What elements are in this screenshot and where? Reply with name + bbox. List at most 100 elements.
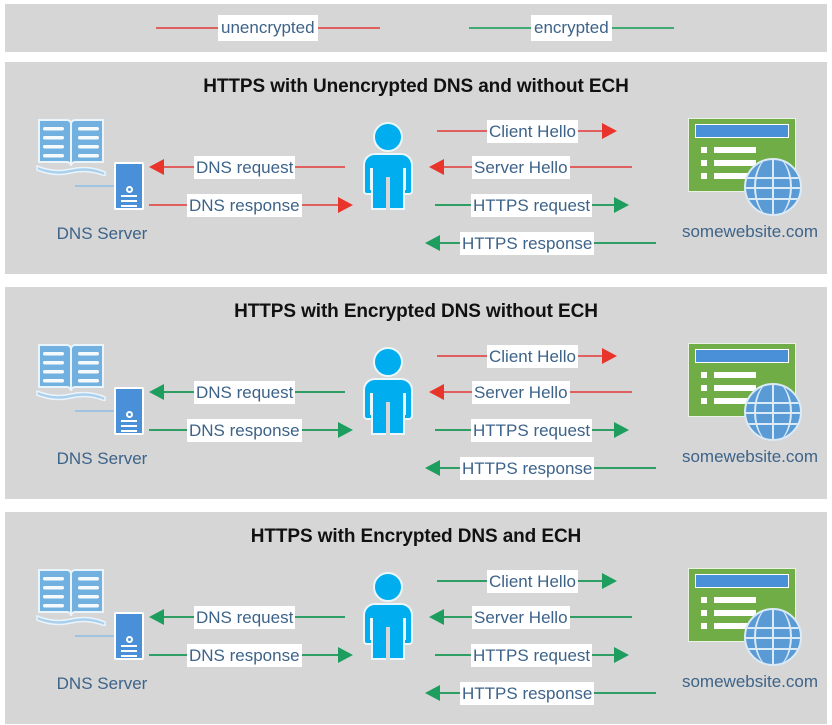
dns-server-group: DNS Server	[27, 339, 187, 489]
website-group: somewebsite.com	[670, 339, 830, 489]
legend-item-encrypted: encrypted	[469, 15, 674, 41]
browser-content-list	[701, 147, 756, 186]
browser-title-bar	[695, 124, 789, 138]
arrowhead-left-icon	[429, 384, 444, 400]
arrowhead-left-icon	[149, 609, 164, 625]
arrow-label: Client Hello	[487, 569, 578, 593]
arrow-label: HTTPS response	[460, 456, 595, 480]
server-icon	[114, 612, 144, 660]
user-icon	[357, 347, 419, 435]
website-group: somewebsite.com	[670, 564, 830, 714]
user-icon	[357, 122, 419, 210]
arrow-dns-response: DNS response	[149, 418, 353, 442]
website-label: somewebsite.com	[681, 447, 819, 466]
book-icon	[35, 564, 107, 628]
user-leg-gap	[386, 177, 390, 210]
arrowhead-left-icon	[425, 460, 440, 476]
dns-server-group: DNS Server	[27, 114, 187, 264]
arrow-client-hello: Client Hello	[437, 569, 617, 593]
user-head	[373, 347, 403, 377]
arrow-label: Server Hello	[472, 380, 570, 404]
user-leg-gap	[386, 627, 390, 660]
gear-icon	[126, 411, 133, 418]
user-head	[373, 122, 403, 152]
arrow-label: HTTPS request	[471, 643, 593, 667]
arrow-label: HTTPS response	[460, 681, 595, 705]
arrow-label: Server Hello	[472, 155, 570, 179]
panel-title: HTTPS with Unencrypted DNS and without E…	[203, 76, 629, 97]
arrow-server-hello: Server Hello	[429, 380, 632, 404]
arrow-label: DNS request	[194, 380, 296, 404]
dns-server-label: DNS Server	[56, 674, 148, 693]
arrow-label: Client Hello	[487, 119, 578, 143]
arrowhead-right-icon	[601, 123, 617, 139]
arrow-label: HTTPS request	[471, 418, 593, 442]
legend-label-unencrypted: unencrypted	[218, 15, 318, 41]
user-arm-right	[403, 393, 406, 415]
arrow-label: DNS request	[194, 155, 296, 179]
arrowhead-left-icon	[425, 235, 440, 251]
legend-line-unencrypted-left	[156, 27, 218, 29]
arrow-https-response: HTTPS response	[425, 681, 657, 705]
panel-title: HTTPS with Encrypted DNS without ECH	[234, 301, 598, 322]
arrow-label: HTTPS request	[471, 193, 593, 217]
arrow-server-hello: Server Hello	[429, 605, 632, 629]
dns-server-label: DNS Server	[56, 449, 148, 468]
arrowhead-left-icon	[149, 159, 164, 175]
arrow-label: DNS request	[194, 605, 296, 629]
user-arm-left	[370, 168, 373, 190]
server-lines	[121, 645, 137, 660]
book-icon	[35, 339, 107, 403]
globe-icon	[744, 608, 802, 666]
website-label: somewebsite.com	[681, 222, 819, 241]
website-group: somewebsite.com	[670, 114, 830, 264]
browser-window-icon	[688, 568, 796, 642]
scenario-panel: HTTPS with Encrypted DNS without ECH DNS …	[5, 287, 827, 499]
arrowhead-left-icon	[429, 159, 444, 175]
arrow-client-hello: Client Hello	[437, 344, 617, 368]
arrow-label: Client Hello	[487, 344, 578, 368]
gear-icon	[126, 636, 133, 643]
arrow-server-hello: Server Hello	[429, 155, 632, 179]
arrow-label: HTTPS response	[460, 231, 595, 255]
user-arm-right	[403, 168, 406, 190]
arrowhead-right-icon	[337, 422, 353, 438]
arrow-https-request: HTTPS request	[435, 418, 630, 442]
website-label: somewebsite.com	[681, 672, 819, 691]
arrow-https-request: HTTPS request	[435, 193, 630, 217]
arrowhead-right-icon	[337, 197, 353, 213]
server-icon	[114, 162, 144, 210]
arrow-label: DNS response	[187, 193, 302, 217]
arrowhead-left-icon	[149, 384, 164, 400]
arrow-label: DNS response	[187, 418, 302, 442]
arrowhead-right-icon	[614, 422, 630, 438]
server-lines	[121, 420, 137, 435]
arrow-dns-request: DNS request	[149, 155, 346, 179]
user-icon	[357, 572, 419, 660]
user-arm-right	[403, 618, 406, 640]
dns-connector-line	[75, 185, 117, 187]
legend-line-encrypted-right	[611, 27, 674, 29]
arrow-https-response: HTTPS response	[425, 456, 657, 480]
arrow-dns-request: DNS request	[149, 605, 346, 629]
arrowhead-right-icon	[614, 197, 630, 213]
legend-line-encrypted-left	[469, 27, 531, 29]
browser-title-bar	[695, 349, 789, 363]
arrowhead-right-icon	[614, 647, 630, 663]
user-arm-left	[370, 393, 373, 415]
user-leg-gap	[386, 402, 390, 435]
user-arm-left	[370, 618, 373, 640]
arrowhead-right-icon	[337, 647, 353, 663]
arrow-https-request: HTTPS request	[435, 643, 630, 667]
user-head	[373, 572, 403, 602]
server-icon	[114, 387, 144, 435]
arrowhead-left-icon	[429, 609, 444, 625]
arrow-dns-response: DNS response	[149, 643, 353, 667]
globe-icon	[744, 383, 802, 441]
scenario-panel: HTTPS with Unencrypted DNS and without E…	[5, 62, 827, 274]
browser-content-list	[701, 597, 756, 636]
browser-content-list	[701, 372, 756, 411]
arrow-dns-request: DNS request	[149, 380, 346, 404]
